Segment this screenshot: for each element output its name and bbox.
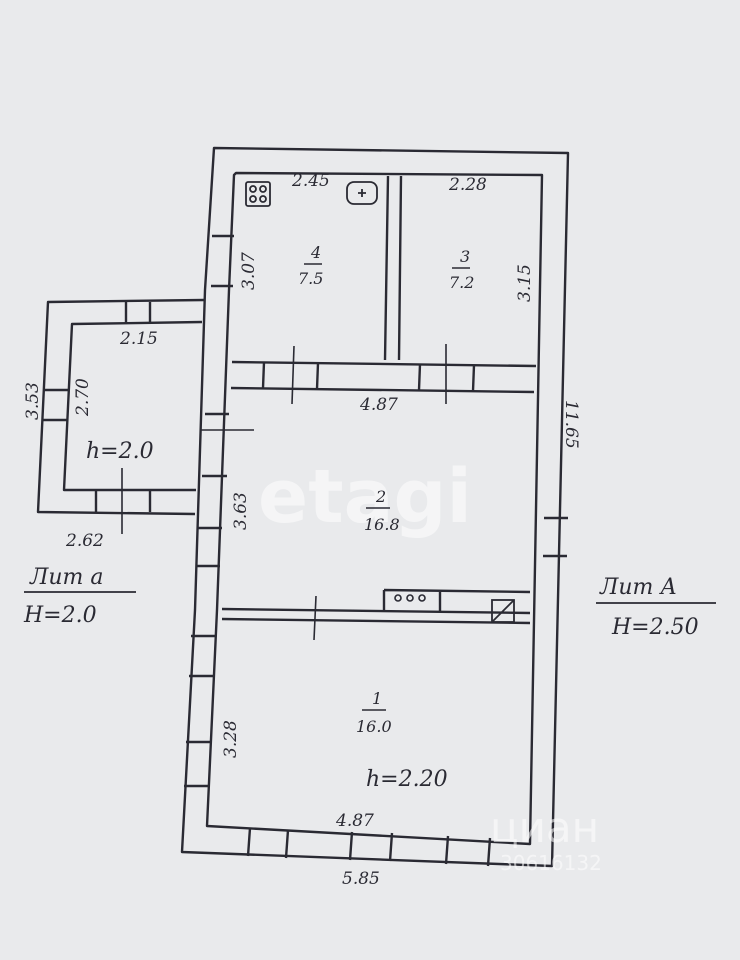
partition-34-2	[230, 360, 537, 394]
room-2-area: 16.8	[364, 515, 400, 534]
annex-inner-width: 2.15	[119, 329, 158, 349]
main-outer-width: 5.85	[342, 869, 380, 889]
room-3-number: 3	[460, 247, 470, 266]
main-outer-wall	[180, 146, 570, 868]
kitchen-counter	[382, 588, 531, 612]
room-1-number: 1	[372, 689, 382, 708]
counter-burners-icon	[394, 594, 426, 602]
annex-outer-length: 3.53	[23, 382, 43, 420]
room-4-number: 4	[310, 243, 321, 262]
annex-block-title: Лит а	[29, 565, 104, 590]
annex-block-height: Н=2.0	[23, 603, 97, 628]
room-2-number: 2	[375, 487, 386, 506]
sink-icon	[346, 181, 378, 205]
main-inner-width-bottom: 4.87	[335, 811, 374, 831]
room-2-side: 3.63	[231, 492, 251, 530]
room-3-side: 3.15	[515, 264, 535, 302]
annex-outer-width: 2.62	[65, 531, 104, 551]
watermark-cian: циан	[490, 803, 599, 852]
annex-ceiling: h=2.0	[86, 439, 154, 464]
main-block-height: Н=2.50	[611, 615, 699, 640]
room-4-side: 3.07	[239, 252, 259, 290]
main-overall-length: 11.65	[561, 400, 581, 449]
annex-inner-length: 2.70	[73, 378, 93, 417]
main-block-title: Лит А	[599, 575, 677, 600]
main-inner-wall	[205, 171, 544, 846]
room-4-width: 2.45	[291, 171, 330, 191]
room-4-area: 7.5	[298, 269, 323, 288]
annex-outer-wall	[36, 298, 205, 516]
watermark-etagi: etagi	[258, 454, 472, 540]
room-1-side: 3.28	[221, 720, 241, 758]
room-2-width: 4.87	[359, 395, 398, 415]
room-3-area: 7.2	[449, 273, 474, 292]
partition-2-1	[221, 607, 531, 625]
boiler-icon	[491, 599, 515, 623]
watermark-number: 30616132	[500, 851, 602, 875]
room-1-area: 16.0	[356, 717, 392, 736]
room-3-width: 2.28	[448, 175, 487, 195]
annex-inner-wall	[62, 320, 203, 492]
stove-icon	[245, 181, 271, 207]
room-1-ceiling: h=2.20	[366, 767, 448, 792]
partition-4-3	[383, 175, 403, 361]
